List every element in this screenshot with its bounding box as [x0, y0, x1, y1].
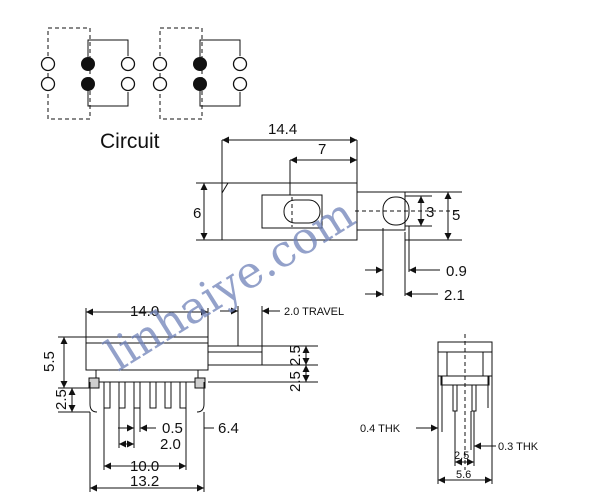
- dim-pin-thickness-label: 0.4 THK: [360, 423, 401, 435]
- side-view-top-cover: [85, 336, 209, 344]
- circuit-right-contact: [152, 76, 168, 92]
- dim-actuator-extension-label: 2.1: [444, 287, 465, 304]
- side-view-pin: [118, 381, 126, 409]
- side-view-pin: [103, 381, 111, 409]
- dim-base-length-label: 13.2: [130, 473, 159, 490]
- side-view-pin: [133, 381, 141, 409]
- dim-pin-row-pitch-label: 2.5: [454, 450, 469, 462]
- dim-base-width-label: 5.6: [456, 469, 471, 481]
- circuit-left-contact: [40, 56, 56, 72]
- top-view: 14.4 7 6 3 5 0.9 2.1: [193, 121, 467, 304]
- circuit-left-contact: [120, 56, 136, 72]
- circuit-left-contact: [40, 76, 56, 92]
- circuit-right-lower-bracket: [199, 89, 241, 107]
- dim-body-length-label: 14.0: [130, 303, 159, 320]
- circuit-left-lower-bracket: [87, 89, 129, 107]
- end-view-frame-leg: [487, 376, 493, 408]
- dim-actuator-height-label: 5: [452, 207, 460, 224]
- circuit-right-contact: [232, 56, 248, 72]
- dim-body-width-label: 6: [193, 205, 201, 222]
- top-view-slider-knob: [283, 199, 321, 224]
- circuit-left-common-contact: [81, 77, 95, 91]
- dim-pin-pitch-label: 2.0: [160, 436, 181, 453]
- side-view-pins: [88, 377, 206, 413]
- side-view-pin: [179, 381, 187, 409]
- circuit-left-common-contact: [81, 57, 95, 71]
- dim-slider-offset-label: 7: [318, 141, 326, 158]
- dim-travel-label: 2.0 TRAVEL: [284, 306, 344, 318]
- dim-body-height-label: 5.5: [41, 351, 58, 372]
- dim-pin-span-label: 10.0: [130, 458, 159, 475]
- circuit-left-upper-bracket: [87, 39, 129, 60]
- dim-frame-thickness-label: 0.3 THK: [498, 441, 539, 453]
- side-view-slider-block: [207, 345, 263, 366]
- circuit-left-contact: [120, 76, 136, 92]
- dim-overhang-label: 6.4: [218, 420, 239, 437]
- circuit-right-contact: [232, 76, 248, 92]
- circuit-title: Circuit: [100, 130, 160, 153]
- end-view-frame-leg: [437, 376, 443, 408]
- circuit-left-dashed-box: [47, 27, 91, 120]
- end-view-base: [440, 375, 490, 386]
- top-view-corner-notch: [221, 182, 229, 194]
- dim-actuator-width-label: 3: [426, 204, 434, 221]
- dim-overall-length-label: 14.4: [268, 121, 297, 138]
- end-view-pin: [452, 384, 458, 412]
- circuit-diagram: Circuit: [40, 27, 248, 153]
- end-view: 0.4 THK 0.3 THK 2.5 5.6: [360, 334, 539, 484]
- dim-actuator-step-a-label: 2.5: [287, 345, 304, 366]
- side-view: 14.0 2.0 TRAVEL 5.5 2.5 2.5 2.5 0.5 2.0 …: [41, 303, 344, 492]
- dim-actuator-step-b-label: 2.5: [287, 371, 304, 392]
- circuit-right-common-contact: [193, 77, 207, 91]
- side-view-pin: [149, 381, 157, 409]
- dim-actuator-gap-label: 0.9: [446, 263, 467, 280]
- side-view-leg: [196, 382, 205, 413]
- side-view-leg: [89, 382, 98, 413]
- dim-pin-width-label: 0.5: [162, 420, 183, 437]
- circuit-right-dashed-box: [159, 27, 203, 120]
- end-view-pin: [471, 384, 477, 412]
- top-view-slider-window: [261, 194, 323, 229]
- circuit-right-contact: [152, 56, 168, 72]
- circuit-right-upper-bracket: [199, 39, 241, 60]
- dim-pin-length-label: 2.5: [53, 389, 70, 410]
- side-view-base: [95, 369, 199, 383]
- side-view-pin: [164, 381, 172, 409]
- side-view-pin-lug: [88, 377, 100, 389]
- side-view-pin-lug: [194, 377, 206, 389]
- circuit-right-common-contact: [193, 57, 207, 71]
